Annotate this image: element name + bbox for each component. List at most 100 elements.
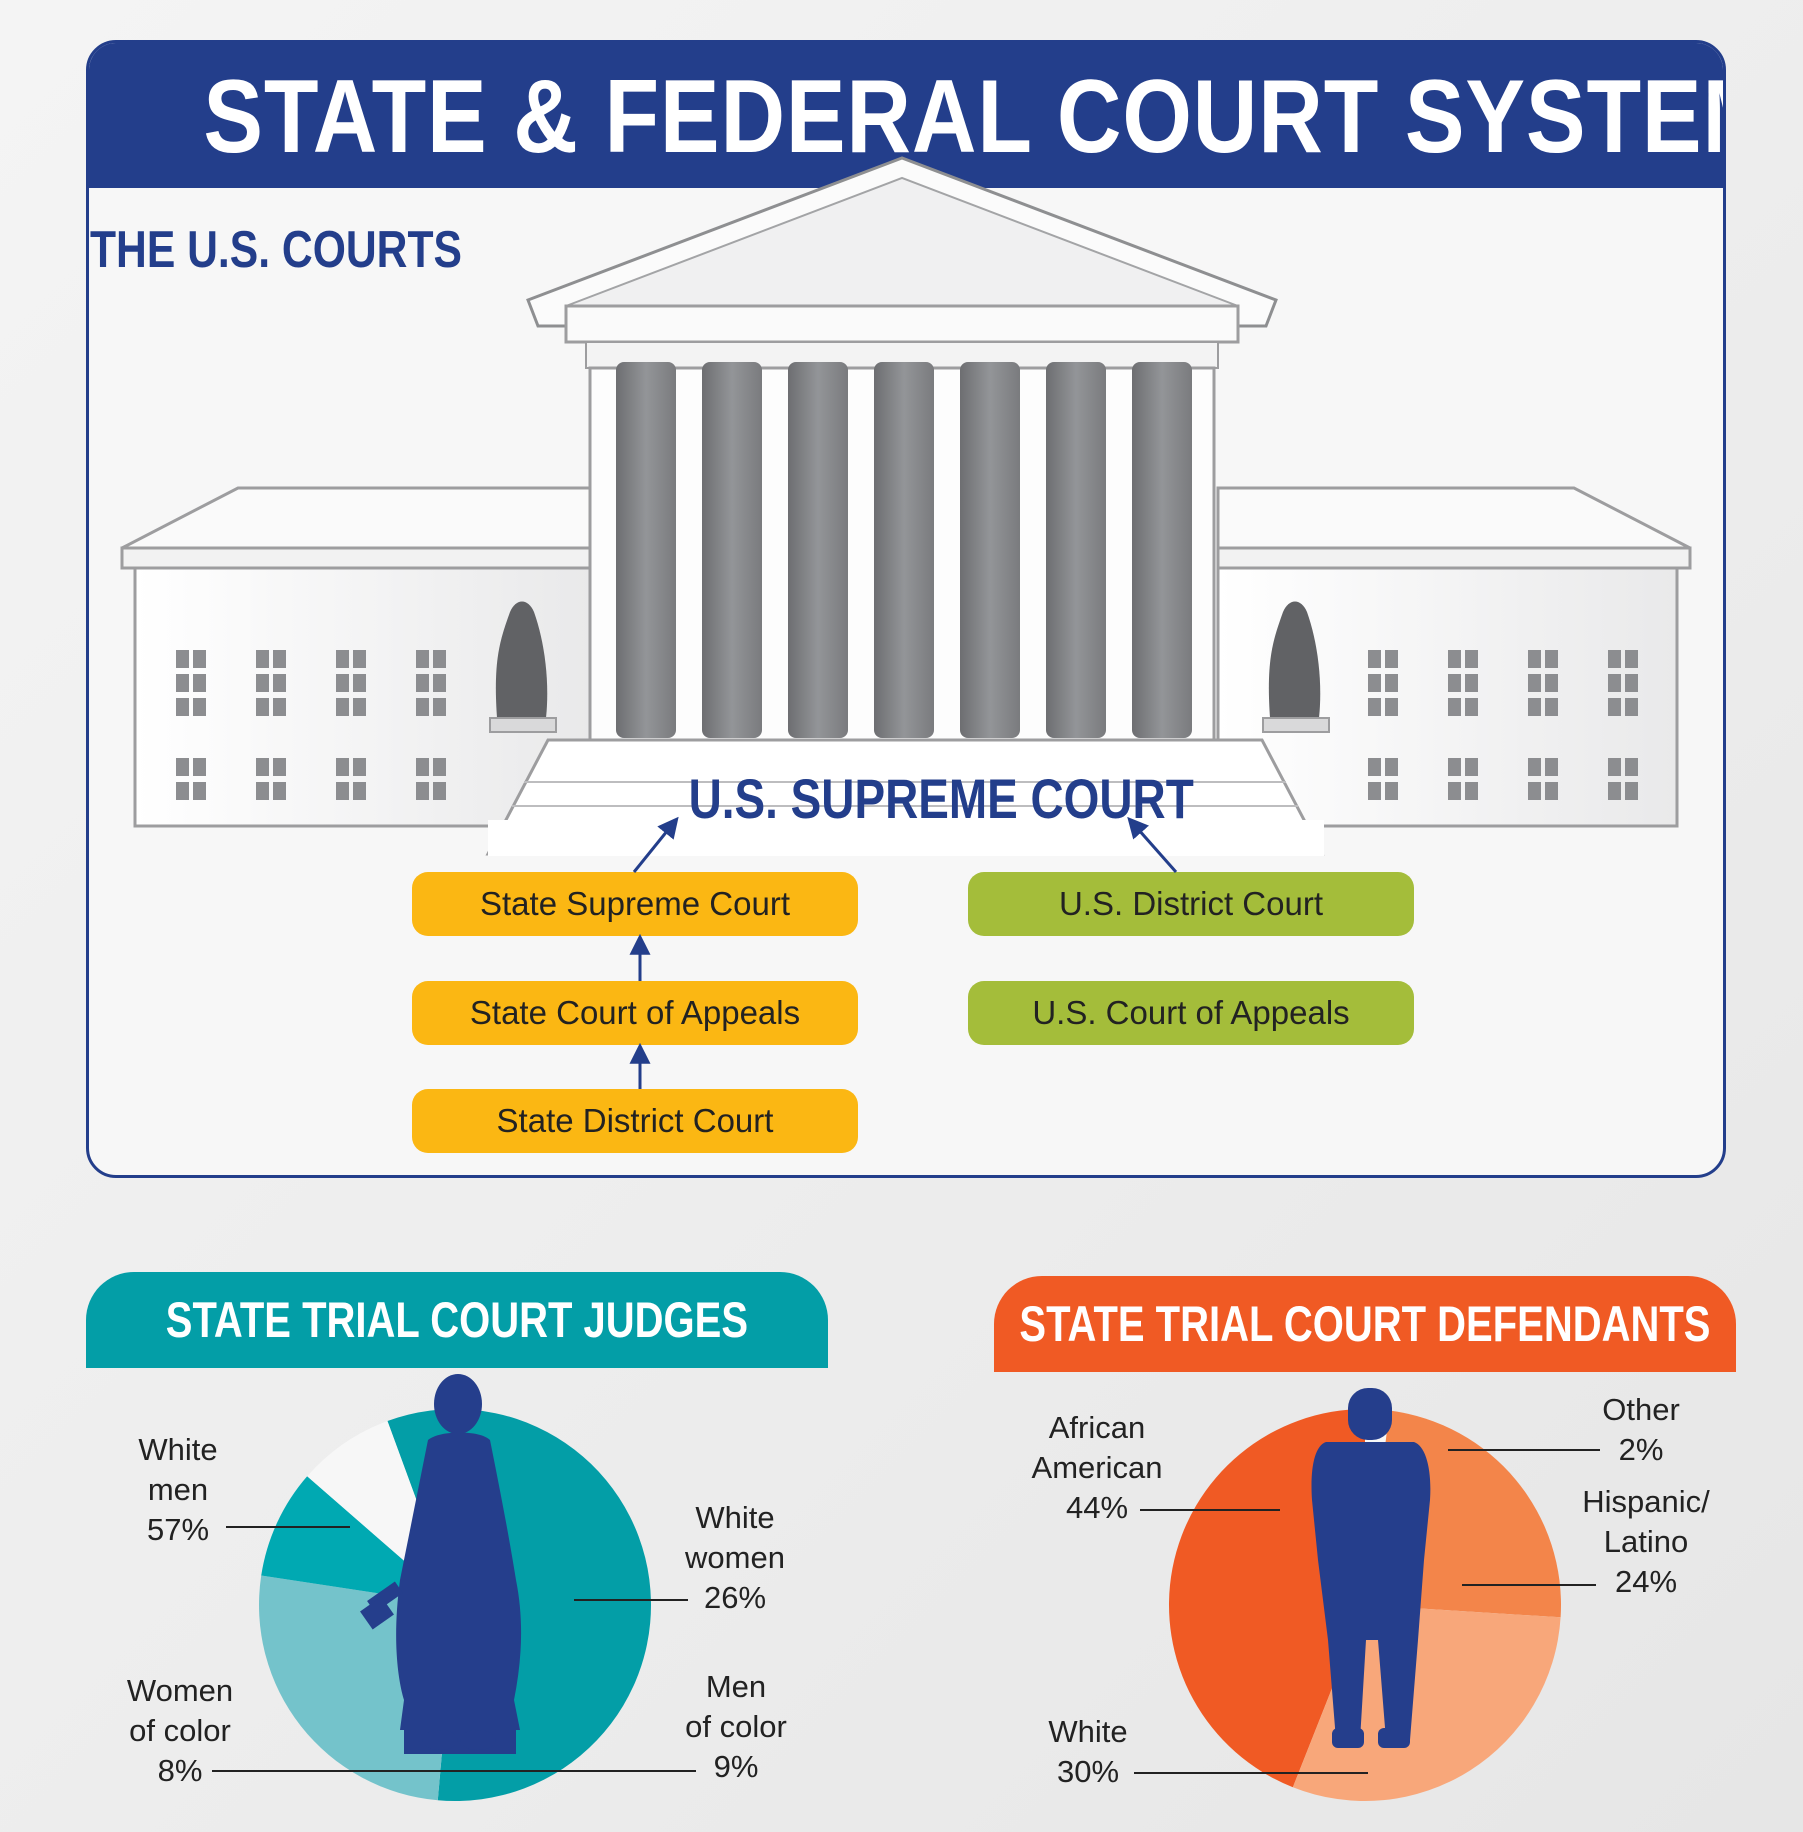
state-court-of-appeals-pill: State Court of Appeals [412,981,858,1045]
building-window [1608,650,1621,668]
building-window [193,758,206,776]
building-window [1448,758,1461,776]
building-window [1608,782,1621,800]
building-window [1625,674,1638,692]
building-window [1465,650,1478,668]
building-window [353,650,366,668]
judges-chart-band: STATE TRIAL COURT JUDGES [86,1272,828,1368]
defendants-chart-band: STATE TRIAL COURT DEFENDANTS [994,1276,1736,1372]
building-window [1625,758,1638,776]
building-window [1368,782,1381,800]
page-title: STATE & FEDERAL COURT SYSTEMS [203,59,1726,175]
building-window [176,782,189,800]
building-window [336,650,349,668]
label-men-of-color: Men of color 9% [685,1669,787,1784]
building-window [1528,674,1541,692]
building-window [1528,650,1541,668]
building-column [616,362,676,738]
building-column [702,362,762,738]
building-window [193,650,206,668]
building-window [1465,698,1478,716]
building-window [416,698,429,716]
building-window [1368,650,1381,668]
building-window [1625,650,1638,668]
building-window [176,650,189,668]
building-window [1465,674,1478,692]
building-window [336,782,349,800]
building-window [1368,674,1381,692]
building-window [336,758,349,776]
label-white-women: White women 26% [685,1500,785,1615]
building-window [176,674,189,692]
building-window [1385,782,1398,800]
building-window [256,758,269,776]
building-window [1385,698,1398,716]
building-window [1465,758,1478,776]
building-window [176,758,189,776]
building-window [416,650,429,668]
building-window [256,698,269,716]
building-window [353,782,366,800]
building-window [336,674,349,692]
building-window [1625,698,1638,716]
building-window [336,698,349,716]
building-window [353,674,366,692]
building-column [788,362,848,738]
building-window [193,782,206,800]
building-window [416,758,429,776]
building-window [1545,758,1558,776]
building-window [1528,698,1541,716]
building-column [1046,362,1106,738]
building-window [416,674,429,692]
building-window [433,674,446,692]
building-column [874,362,934,738]
building-window [1368,758,1381,776]
building-window [1608,758,1621,776]
label-african-american: African American 44% [1031,1410,1163,1525]
building-window [273,650,286,668]
building-window [1545,674,1558,692]
building-window [1448,674,1461,692]
defendants-chart-title: STATE TRIAL COURT DEFENDANTS [1019,1296,1711,1352]
building-window [1465,782,1478,800]
supreme-court-building-illustration [120,156,1692,856]
label-white-men: White men 57% [138,1432,218,1547]
building-column [1132,362,1192,738]
judges-chart-title: STATE TRIAL COURT JUDGES [165,1292,749,1348]
building-window [193,674,206,692]
us-courts-heading: THE U.S. COURTS [90,221,462,279]
building-window [353,758,366,776]
label-white-defendants: White 30% [1048,1714,1128,1789]
building-column [960,362,1020,738]
building-window [1385,758,1398,776]
building-window [433,758,446,776]
arrow-us-district-to-us-supreme [1127,816,1178,873]
building-window [1385,650,1398,668]
label-women-of-color: Women of color 8% [126,1673,234,1788]
defendant-silhouette [1311,1388,1431,1748]
building-window [433,782,446,800]
building-window [193,698,206,716]
building-window [176,698,189,716]
building-window [256,782,269,800]
building-window [1385,674,1398,692]
building-window [1608,698,1621,716]
building-window [1448,782,1461,800]
arrow-state-supreme-to-us-supreme [632,816,679,873]
building-window [256,674,269,692]
us-court-of-appeals-pill: U.S. Court of Appeals [968,981,1414,1045]
state-district-court-pill: State District Court [412,1089,858,1153]
building-window [1528,782,1541,800]
us-district-court-pill: U.S. District Court [968,872,1414,936]
label-other: Other 2% [1602,1392,1680,1467]
building-window [433,698,446,716]
building-window [256,650,269,668]
building-window [1448,650,1461,668]
building-window [1545,698,1558,716]
building-window [1528,758,1541,776]
building-window [1368,698,1381,716]
building-window [1545,782,1558,800]
building-window [1448,698,1461,716]
building-window [1625,782,1638,800]
